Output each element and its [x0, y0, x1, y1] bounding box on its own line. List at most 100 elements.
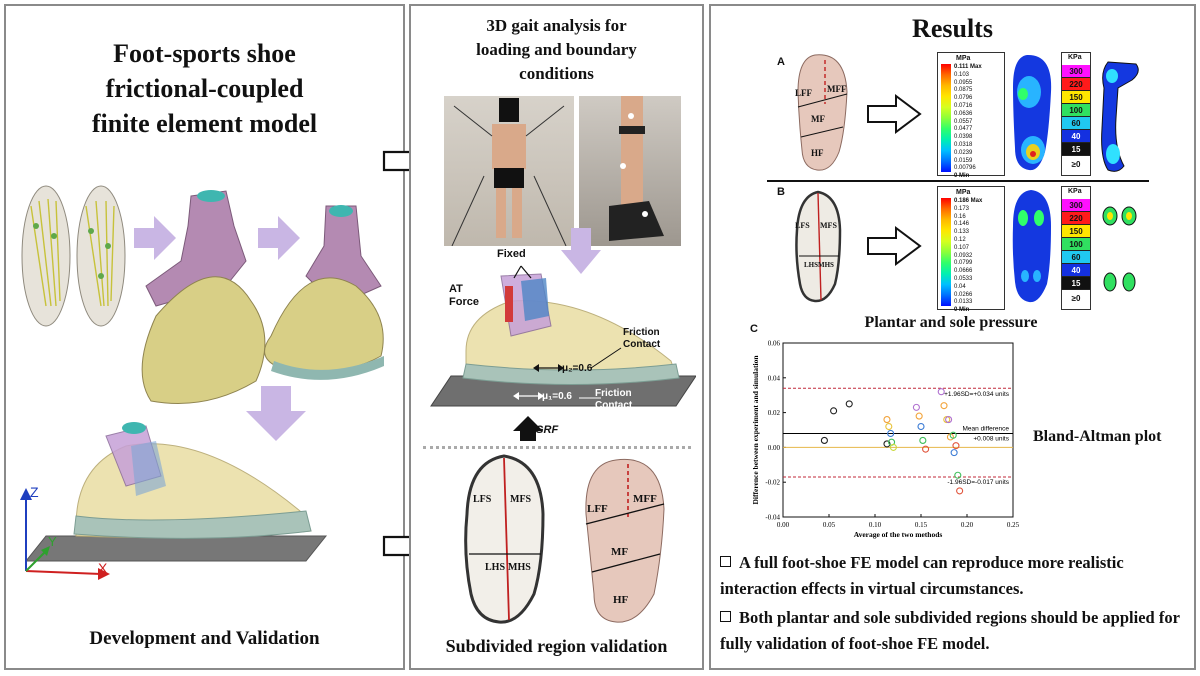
data-point — [915, 412, 923, 420]
kpa-b-2: 150 — [1062, 225, 1090, 238]
mpa-b-12: 0.0266 — [954, 291, 973, 298]
data-point — [922, 445, 930, 453]
friction-contact-label-2: Friction Contact — [595, 388, 633, 411]
lower-label: -1.96SD=-0.017 units — [947, 479, 1009, 486]
gait-photo-leg — [579, 96, 681, 246]
kpa-b-0: 300 — [1062, 199, 1090, 212]
kpa-a-6: 15 — [1062, 143, 1090, 156]
bland-altman-caption: Bland-Altman plot — [1033, 428, 1162, 445]
purple-arrow-1 — [134, 216, 176, 260]
mpa-a-3: 0.0875 — [954, 87, 973, 94]
middle-title-line-2: loading and boundary — [476, 40, 637, 59]
mean-label: +0.008 units — [973, 435, 1009, 442]
mpa-b-11: 0.04 — [954, 283, 966, 290]
row-a-kpa-legend: KPa 300 220 150 100 60 40 15 ≥0 — [1061, 52, 1091, 176]
kpa-a-1: 220 — [1062, 78, 1090, 91]
fixed-label: Fixed — [497, 248, 526, 260]
y-axis-label: Difference between experiment and simula… — [751, 355, 760, 505]
conclusion-2: Both plantar and sole subdivided regions… — [720, 605, 1190, 657]
kpa-a-2: 150 — [1062, 91, 1090, 104]
foot-shoe-assembly-image — [264, 205, 384, 380]
sole-label-mfs: MFS — [510, 494, 532, 505]
sole-label-lfs: LFS — [473, 494, 492, 505]
mpa-a-7: 0.0557 — [954, 118, 973, 125]
data-point — [952, 442, 960, 450]
foot-label-hf: HF — [613, 594, 629, 606]
row-a-sim-plantar-map — [1013, 54, 1052, 171]
boundary-conditions-image — [430, 265, 696, 441]
purple-arrow-middle — [561, 228, 601, 274]
mpa-b-6: 0.107 — [954, 244, 970, 251]
kpa-b-4: 60 — [1062, 251, 1090, 264]
mpa-a-0: 0.111 Max — [954, 64, 982, 70]
data-point — [956, 487, 964, 495]
sole-label-lhs: LHS — [485, 562, 506, 573]
mpa-b-10: 0.0533 — [954, 275, 973, 282]
foot-subdivision-image — [585, 458, 665, 623]
mpa-b-4: 0.133 — [954, 229, 970, 236]
left-title-line-1: Foot-sports shoe — [113, 39, 296, 68]
kpa-b-5: 40 — [1062, 264, 1090, 277]
row-b-mpa-unit: MPa — [956, 189, 971, 196]
mpa-a-8: 0.0477 — [954, 126, 973, 133]
data-point — [949, 431, 957, 439]
mpa-a-11: 0.0239 — [954, 149, 973, 156]
kpa-a-0: 300 — [1062, 65, 1090, 78]
data-point — [889, 443, 897, 451]
row-b-sole-image — [795, 190, 842, 303]
row-b-colorbar — [941, 198, 951, 306]
conclusion-1-text: A full foot-shoe FE model can reproduce … — [720, 553, 1124, 598]
sole-label-mhs: MHS — [508, 562, 531, 573]
kpa-b-3: 100 — [1062, 238, 1090, 251]
data-point — [937, 388, 945, 396]
mpa-b-1: 0.173 — [954, 205, 970, 212]
row-a-colorbar — [941, 64, 951, 172]
y-tick-label: 0.06 — [768, 340, 781, 348]
at-force-label: AT Force — [449, 283, 479, 308]
purple-arrow-down — [246, 386, 306, 441]
purple-arrow-2 — [258, 216, 300, 260]
y-tick-label: -0.02 — [765, 479, 780, 487]
x-tick-label: 0.15 — [915, 521, 928, 529]
checkbox-icon — [720, 556, 731, 567]
row-b-mpa-legend: MPa 0.186 Max 0.173 0.16 0.146 0.133 0.1… — [937, 186, 1005, 313]
data-point — [887, 429, 895, 438]
data-point — [945, 416, 953, 424]
mpa-b-2: 0.16 — [954, 213, 966, 220]
checkbox-icon — [720, 611, 731, 622]
conclusion-1: A full foot-shoe FE model can reproduce … — [720, 550, 1190, 602]
plantar-caption: Plantar and sole pressure — [864, 314, 1038, 331]
chart-panel-letter: C — [750, 323, 758, 335]
mpa-b-9: 0.0666 — [954, 268, 973, 275]
middle-divider — [423, 446, 691, 449]
mpa-a-1: 0.103 — [954, 71, 970, 78]
row-b-label-mhs: MHS — [818, 261, 834, 269]
y-tick-label: 0.02 — [768, 409, 781, 417]
mpa-a-6: 0.0636 — [954, 110, 973, 117]
row-a-foot-image — [797, 54, 848, 171]
row-a-kpa-unit: KPa — [1068, 54, 1082, 61]
row-b-label-lfs: LFS — [795, 221, 810, 230]
y-tick-label: -0.04 — [765, 514, 780, 522]
mean-label-top: Mean difference — [963, 425, 1010, 432]
row-a-label-lff: LFF — [795, 88, 812, 98]
row-a-mpa-legend: MPa 0.111 Max 0.103 0.0955 0.0875 0.0796… — [937, 52, 1005, 179]
mpa-b-13: 0.0133 — [954, 299, 973, 306]
data-point — [954, 471, 962, 479]
left-title-line-2: frictional-coupled — [105, 74, 304, 103]
plot-frame — [782, 342, 1014, 518]
row-a-letter: A — [777, 56, 785, 68]
data-point — [919, 436, 927, 444]
left-illustration — [20, 185, 384, 580]
kpa-b-6: 15 — [1062, 277, 1090, 290]
middle-panel: 3D gait analysis for loading and boundar… — [409, 4, 704, 670]
x-tick-label: 0.00 — [777, 521, 790, 529]
row-a-exp-plantar-map — [1101, 61, 1139, 172]
mpa-a-13: 0.00796 — [954, 165, 976, 172]
results-title: Results — [912, 14, 993, 43]
middle-title-line-1: 3D gait analysis for — [486, 16, 627, 35]
upper-label: +1.96SD=+0.034 units — [944, 391, 1010, 398]
axis-x-label: X — [98, 560, 108, 576]
data-point — [917, 422, 925, 431]
kpa-b-1: 220 — [1062, 212, 1090, 225]
